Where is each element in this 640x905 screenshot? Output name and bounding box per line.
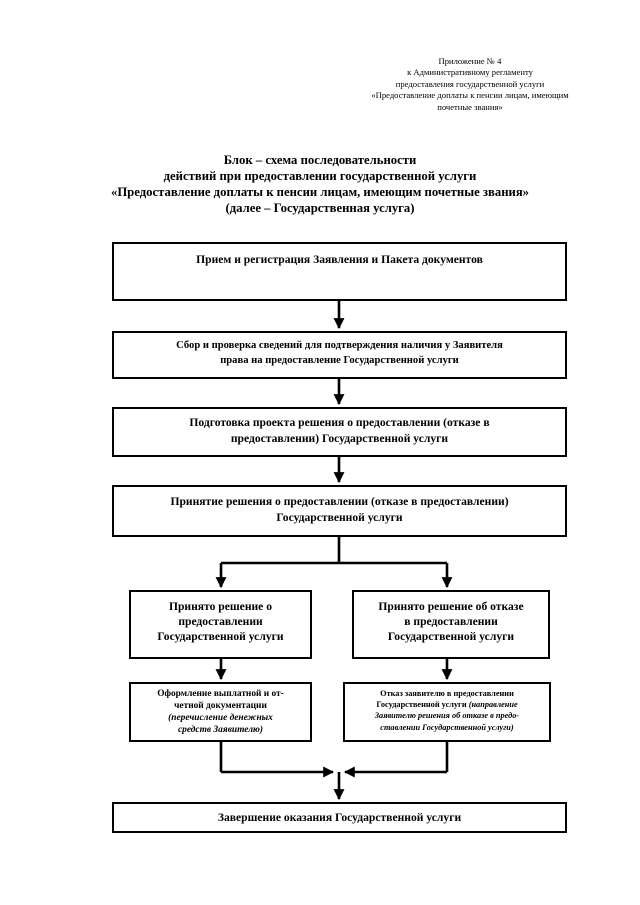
appendix-line: почетные звания» [437, 101, 503, 112]
step-text: Принятие решения о предоставлении (отказ… [170, 495, 509, 508]
step-text: Отказ заявителю в предоставлении [380, 689, 514, 698]
step-payment-docs-box: Оформление выплатной и от- четной докуме… [129, 682, 312, 742]
step-text: предоставлении) Государственной услуги [230, 432, 449, 445]
step-text: Прием и регистрация Заявления и Пакета д… [196, 253, 483, 266]
step-refusal-notice-box: Отказ заявителю в предоставлении Государ… [343, 682, 551, 742]
step-note: (перечисление денежных [168, 713, 273, 723]
step-text: Государственной услуги [387, 630, 515, 643]
step-text: Государственной услуги [157, 630, 284, 643]
title-line: действий при предоставлении государствен… [163, 169, 477, 183]
step-note: Заявителю решения об отказе в предо- [374, 711, 520, 721]
step-reception-box: Прием и регистрация Заявления и Пакета д… [112, 242, 567, 301]
appendix-line: «Предоставление доплаты к пенсии лицам, … [371, 90, 569, 101]
step-text: Принято решение об отказе [378, 600, 524, 613]
step-text: предоставлении [178, 615, 263, 628]
title-line: «Предоставление доплаты к пенсии лицам, … [110, 185, 530, 199]
title-line: (далее – Государственная услуга) [225, 201, 415, 215]
step-text: Принято решение о [168, 600, 273, 613]
step-text: Государственной услуги [376, 700, 467, 710]
step-note: ставлении Государственной услуги) [380, 722, 514, 732]
step-text: четной документации [174, 701, 267, 711]
step-preparation-box: Подготовка проекта решения о предоставле… [112, 407, 567, 457]
step-note: средств Заявителю) [178, 725, 263, 735]
title-line: Блок – схема последовательности [223, 153, 417, 167]
appendix-header: Приложение № 4 к Административному регла… [340, 56, 600, 113]
step-text: Завершение оказания Государственной услу… [217, 811, 462, 824]
diagram-title: Блок – схема последовательности действий… [0, 152, 640, 216]
appendix-line: Приложение № 4 [438, 56, 502, 66]
step-text: права на предоставление Государственной … [220, 355, 459, 366]
step-verification-box: Сбор и проверка сведений для подтвержден… [112, 331, 567, 379]
step-text: Сбор и проверка сведений для подтвержден… [176, 340, 503, 351]
step-refused-box: Принято решение об отказе в предоставлен… [352, 590, 550, 659]
step-completion-box: Завершение оказания Государственной услу… [112, 802, 567, 833]
appendix-line: предоставления государственной услуги [395, 78, 545, 89]
step-text: в предоставлении [404, 615, 498, 628]
step-note: (направление [468, 700, 518, 710]
appendix-line: к Административному регламенту [407, 67, 533, 78]
step-text: Оформление выплатной и от- [157, 689, 284, 699]
step-decision-box: Принятие решения о предоставлении (отказ… [112, 485, 567, 537]
step-text: Подготовка проекта решения о предоставле… [189, 416, 490, 429]
step-approved-box: Принято решение о предоставлении Государ… [129, 590, 312, 659]
step-text: Государственной услуги [276, 511, 403, 524]
